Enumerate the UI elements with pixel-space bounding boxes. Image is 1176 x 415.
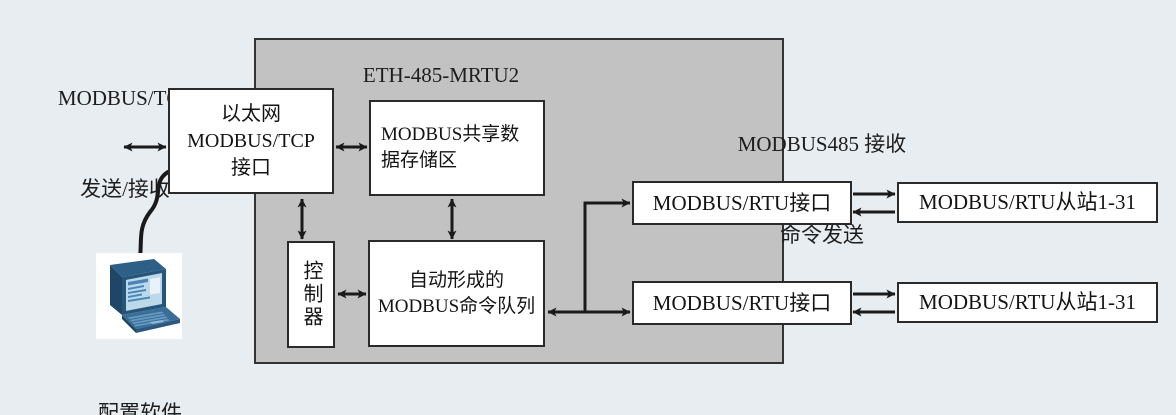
- annotation-right-top: MODBUS485 接收 命令发送: [672, 68, 972, 312]
- panel-title: ETH-485-MRTU2: [362, 63, 520, 87]
- block-slave1-label: MODBUS/RTU从站1-31: [919, 190, 1136, 215]
- block-queue-line2: MODBUS命令队列: [377, 295, 536, 317]
- block-queue-line1: 自动形成的: [408, 269, 504, 291]
- laptop-icon: [96, 253, 182, 339]
- annotation-right-top-line1: MODBUS485 接收: [737, 131, 907, 156]
- block-eth-line3: 接口: [231, 156, 271, 179]
- block-shared-line2: 据存储区: [381, 150, 458, 171]
- laptop-caption: 配置软件 EMGWConfi: [52, 352, 228, 415]
- annotation-right-top-line2: 命令发送: [780, 223, 864, 248]
- block-eth-line2: MODBUS/TCP: [187, 129, 315, 152]
- block-controller-text: 控制器: [300, 260, 322, 329]
- laptop-caption-line1: 配置软件: [98, 401, 182, 415]
- laptop-image: [96, 253, 182, 339]
- block-rtu2-label: MODBUS/RTU接口: [652, 290, 832, 315]
- block-slave2-label: MODBUS/RTU从站1-31: [919, 290, 1136, 315]
- block-modbus-rtu-interface-1[interactable]: MODBUS/RTU接口: [632, 181, 852, 225]
- block-modbus-rtu-interface-2[interactable]: MODBUS/RTU接口: [632, 281, 852, 325]
- block-modbus-shared-data-area[interactable]: MODBUS共享数 据存储区: [369, 100, 545, 196]
- block-rtu1-label: MODBUS/RTU接口: [652, 190, 832, 215]
- block-shared-line1: MODBUS共享数: [381, 124, 520, 146]
- block-eth-line1: 以太网: [221, 102, 281, 125]
- block-ethernet-modbus-tcp-interface[interactable]: 以太网 MODBUS/TCP 接口: [168, 88, 334, 194]
- block-controller[interactable]: 控制器: [287, 241, 335, 348]
- block-modbus-rtu-slave-1[interactable]: MODBUS/RTU从站1-31: [897, 182, 1158, 223]
- block-auto-modbus-command-queue[interactable]: 自动形成的 MODBUS命令队列: [368, 240, 545, 347]
- block-modbus-rtu-slave-2[interactable]: MODBUS/RTU从站1-31: [897, 282, 1158, 323]
